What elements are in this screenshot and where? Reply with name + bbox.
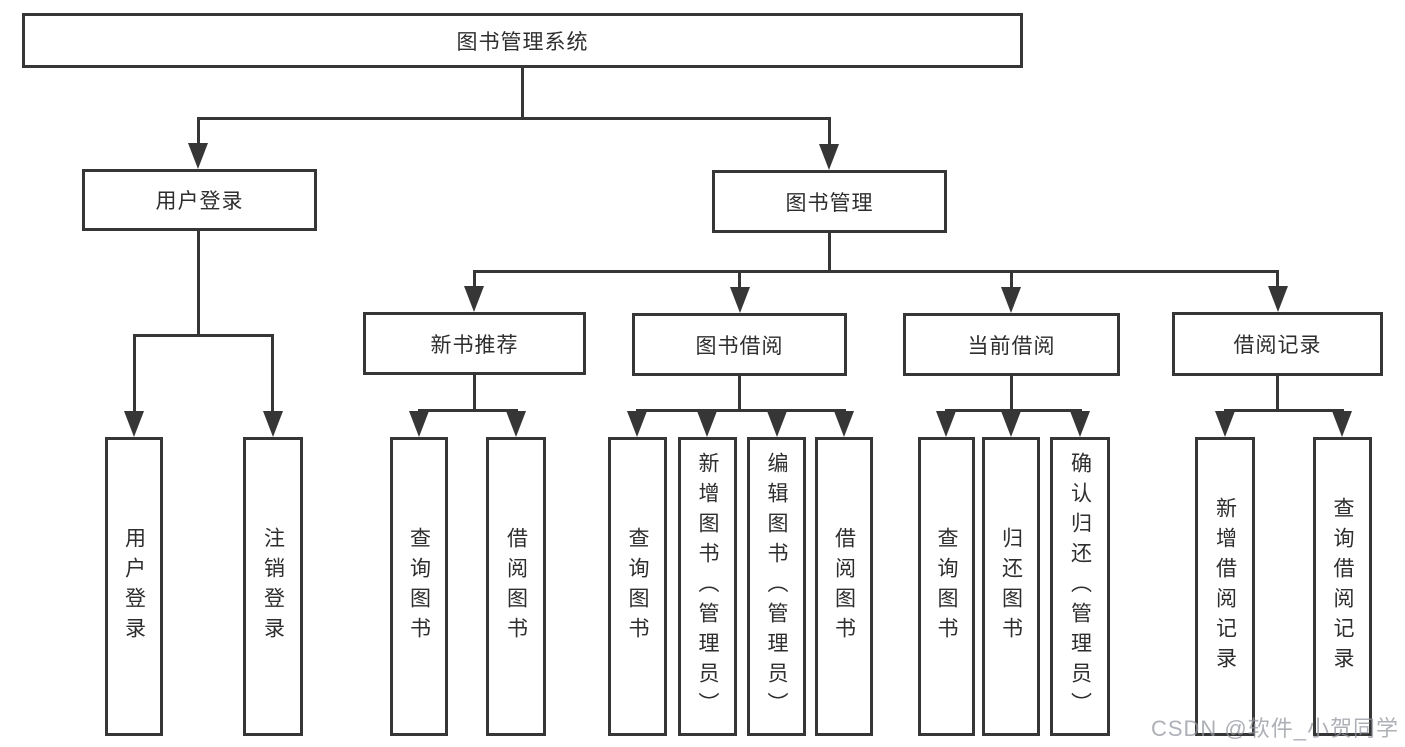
connector-drop-leaf: [271, 334, 274, 413]
leaf-add-books-admin: 新增图书（管理员）: [678, 437, 737, 736]
down-arrowhead: [263, 411, 283, 437]
leaf-borrow-books-2-label: 借阅图书: [832, 526, 856, 647]
node-book-management-label: 图书管理: [785, 191, 874, 215]
leaf-edit-books-admin-label: 编辑图书（管理员）: [765, 451, 788, 722]
leaf-query-borrow-record-label: 查询借阅记录: [1331, 496, 1354, 677]
down-arrowhead: [1215, 411, 1235, 437]
connector-borrow-records-branch: [1224, 409, 1344, 412]
down-arrowhead: [627, 411, 647, 437]
leaf-confirm-return-admin: 确认归还（管理员）: [1050, 437, 1110, 736]
connector-borrow-records-stub: [1276, 376, 1279, 412]
node-current-borrow: 当前借阅: [903, 313, 1120, 376]
connector-drop-level3: [1276, 270, 1279, 288]
leaf-borrow-books-1: 借阅图书: [486, 437, 546, 736]
node-root: 图书管理系统: [22, 13, 1023, 68]
leaf-add-borrow-record: 新增借阅记录: [1195, 437, 1255, 736]
down-arrowhead: [1332, 411, 1352, 437]
down-arrowhead: [124, 411, 144, 437]
csdn-watermark: CSDN @软件_小贺同学: [1150, 716, 1399, 741]
down-arrowhead: [730, 287, 750, 313]
leaf-user-login: 用户登录: [105, 437, 163, 736]
connector-new-book-stub: [473, 375, 476, 412]
down-arrowhead: [1070, 411, 1090, 437]
node-book-borrow: 图书借阅: [632, 313, 847, 376]
down-arrowhead: [834, 411, 854, 437]
leaf-edit-books-admin: 编辑图书（管理员）: [747, 437, 806, 736]
leaf-query-borrow-record: 查询借阅记录: [1313, 437, 1372, 736]
leaf-logout: 注销登录: [243, 437, 303, 736]
leaf-return-books: 归还图书: [982, 437, 1040, 736]
connector-book-borrow-branch: [636, 409, 846, 412]
node-root-label: 图书管理系统: [456, 30, 589, 54]
connector-drop-level3: [1010, 270, 1013, 288]
connector-user-login-stub: [197, 231, 200, 337]
down-arrowhead: [1001, 287, 1021, 313]
node-borrow-records: 借阅记录: [1172, 312, 1383, 376]
node-current-borrow-label: 当前借阅: [967, 334, 1056, 358]
connector-current-borrow-branch: [945, 409, 1082, 412]
leaf-confirm-return-admin-label: 确认归还（管理员）: [1068, 451, 1092, 722]
connector-current-borrow-stub: [1010, 376, 1013, 412]
connector-drop-level3: [473, 270, 476, 288]
down-arrowhead: [188, 143, 208, 169]
leaf-user-login-label: 用户登录: [122, 526, 146, 647]
down-arrowhead: [936, 411, 956, 437]
connector-drop-level3: [738, 270, 741, 288]
connector-root-branch: [197, 117, 831, 120]
node-user-login: 用户登录: [82, 169, 317, 231]
leaf-query-books-3: 查询图书: [918, 437, 975, 736]
connector-root-stub: [521, 68, 524, 120]
leaf-query-books-1-label: 查询图书: [407, 526, 431, 647]
connector-drop-book-management: [828, 117, 831, 146]
down-arrowhead: [409, 411, 429, 437]
node-book-borrow-label: 图书借阅: [695, 334, 784, 358]
leaf-query-books-2: 查询图书: [608, 437, 667, 736]
leaf-query-books-1: 查询图书: [390, 437, 448, 736]
down-arrowhead: [767, 411, 787, 437]
connector-drop-leaf: [133, 334, 136, 413]
down-arrowhead: [464, 286, 484, 312]
down-arrowhead: [1001, 411, 1021, 437]
node-user-login-label: 用户登录: [155, 190, 244, 213]
leaf-query-books-2-label: 查询图书: [626, 526, 649, 647]
leaf-add-borrow-record-label: 新增借阅记录: [1213, 496, 1237, 677]
leaf-borrow-books-2: 借阅图书: [815, 437, 873, 736]
leaf-logout-label: 注销登录: [261, 526, 285, 647]
leaf-borrow-books-1-label: 借阅图书: [504, 526, 528, 647]
connector-drop-user-login: [197, 117, 200, 145]
node-new-book-recommend: 新书推荐: [363, 312, 586, 375]
leaf-query-books-3-label: 查询图书: [935, 526, 958, 647]
connector-book-management-branch: [473, 270, 1279, 273]
connector-new-book-branch: [418, 409, 518, 412]
node-new-book-recommend-label: 新书推荐: [430, 333, 519, 357]
node-borrow-records-label: 借阅记录: [1233, 334, 1322, 357]
leaf-add-books-admin-label: 新增图书（管理员）: [696, 451, 719, 722]
down-arrowhead: [1268, 286, 1288, 312]
down-arrowhead: [697, 411, 717, 437]
down-arrowhead: [819, 144, 839, 170]
connector-user-login-branch: [133, 334, 274, 337]
down-arrowhead: [506, 411, 526, 437]
node-book-management: 图书管理: [712, 170, 947, 233]
connector-book-borrow-stub: [738, 376, 741, 412]
leaf-return-books-label: 归还图书: [999, 526, 1023, 647]
connector-book-management-stub: [828, 233, 831, 273]
